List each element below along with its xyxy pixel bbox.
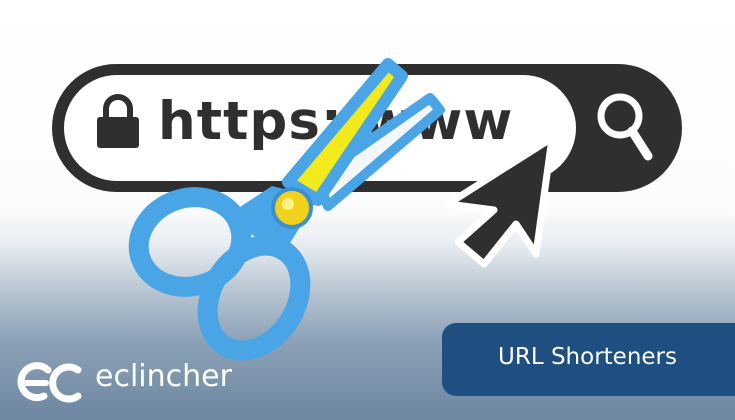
- brand-name: eclincher: [95, 359, 232, 394]
- magnifier-icon[interactable]: [588, 86, 668, 168]
- scissors-icon: [128, 58, 445, 361]
- ec-logo-icon: [17, 362, 82, 403]
- arrow-cursor-icon: [444, 134, 556, 268]
- topic-badge: [442, 323, 735, 396]
- lock-icon: [97, 94, 139, 148]
- topic-badge-label: URL Shorteners: [498, 344, 677, 370]
